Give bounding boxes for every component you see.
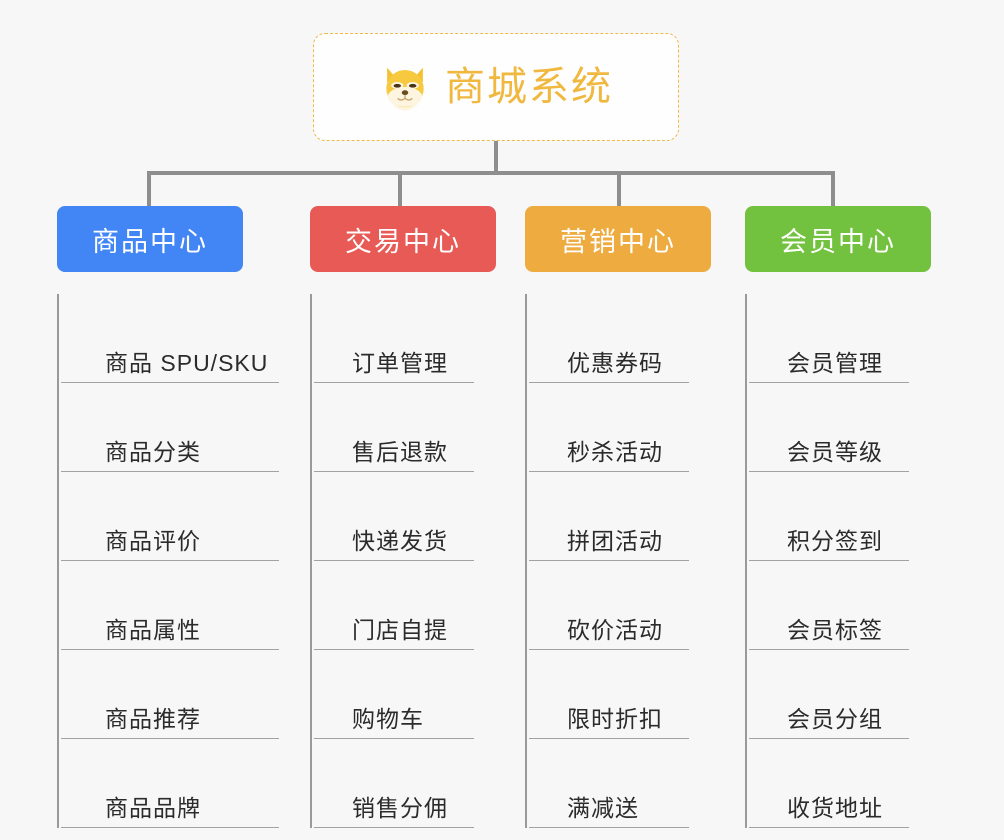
connector-drop-4 [831,171,835,210]
leaf-item[interactable]: 限时折扣 [529,650,689,739]
leaf-label: 积分签到 [787,527,883,554]
root-node[interactable]: 商城系统 [313,33,679,141]
category-box-product[interactable]: 商品中心 [57,206,243,272]
connector-drop-2 [398,171,402,210]
leaf-item[interactable]: 门店自提 [314,561,474,650]
leaf-item[interactable]: 购物车 [314,650,474,739]
leaf-label: 限时折扣 [567,705,663,732]
leaf-label: 购物车 [352,705,424,732]
leaf-label: 商品品牌 [105,794,201,821]
leaf-label: 收货地址 [787,794,883,821]
branch-column-1: 商品中心 商品 SPU/SKU 商品分类 商品评价 商品属性 商品推荐 商品品牌 [57,206,282,828]
leaf-label: 商品属性 [105,616,201,643]
leaf-label: 优惠券码 [567,349,663,376]
leaf-label: 销售分佣 [352,794,448,821]
leaf-label: 门店自提 [352,616,448,643]
branch-trunk-2: 订单管理 售后退款 快递发货 门店自提 购物车 销售分佣 [310,294,495,828]
leaf-label: 快递发货 [352,527,448,554]
leaf-item[interactable]: 快递发货 [314,472,474,561]
leaf-label: 会员等级 [787,438,883,465]
leaf-item[interactable]: 会员管理 [749,294,909,383]
connector-stem [494,141,498,174]
leaf-label: 商品 SPU/SKU [105,349,269,376]
leaf-item[interactable]: 商品评价 [61,472,279,561]
leaf-label: 会员管理 [787,349,883,376]
leaf-label: 满减送 [567,794,639,821]
leaf-label: 订单管理 [352,349,448,376]
leaf-item[interactable]: 订单管理 [314,294,474,383]
connector-drop-3 [617,171,621,210]
leaf-item[interactable]: 商品属性 [61,561,279,650]
leaf-item[interactable]: 商品推荐 [61,650,279,739]
leaf-item[interactable]: 商品分类 [61,383,279,472]
leaf-item[interactable]: 砍价活动 [529,561,689,650]
shiba-dog-icon [386,67,424,111]
leaf-item[interactable]: 秒杀活动 [529,383,689,472]
category-label: 会员中心 [780,226,896,257]
leaf-item[interactable]: 销售分佣 [314,739,474,828]
leaf-item[interactable]: 会员等级 [749,383,909,472]
leaf-label: 拼团活动 [567,527,663,554]
leaf-item[interactable]: 会员分组 [749,650,909,739]
leaf-item[interactable]: 优惠券码 [529,294,689,383]
category-box-member[interactable]: 会员中心 [745,206,931,272]
branch-trunk-4: 会员管理 会员等级 积分签到 会员标签 会员分组 收货地址 [745,294,935,828]
branch-trunk-1: 商品 SPU/SKU 商品分类 商品评价 商品属性 商品推荐 商品品牌 [57,294,282,828]
leaf-item[interactable]: 商品品牌 [61,739,279,828]
leaf-label: 商品评价 [105,527,201,554]
leaf-label: 会员标签 [787,616,883,643]
category-box-marketing[interactable]: 营销中心 [525,206,711,272]
leaf-item[interactable]: 商品 SPU/SKU [61,294,279,383]
leaf-label: 砍价活动 [567,616,663,643]
connector-bus [147,171,835,175]
category-box-trade[interactable]: 交易中心 [310,206,496,272]
branch-column-4: 会员中心 会员管理 会员等级 积分签到 会员标签 会员分组 收货地址 [745,206,935,828]
branch-column-3: 营销中心 优惠券码 秒杀活动 拼团活动 砍价活动 限时折扣 满减送 [525,206,715,828]
category-label: 交易中心 [345,226,461,257]
leaf-item[interactable]: 满减送 [529,739,689,828]
connector-drop-1 [147,171,151,210]
branch-trunk-3: 优惠券码 秒杀活动 拼团活动 砍价活动 限时折扣 满减送 [525,294,715,828]
leaf-label: 商品分类 [105,438,201,465]
leaf-item[interactable]: 收货地址 [749,739,909,828]
leaf-item[interactable]: 积分签到 [749,472,909,561]
leaf-label: 秒杀活动 [567,438,663,465]
leaf-label: 售后退款 [352,438,448,465]
leaf-label: 商品推荐 [105,705,201,732]
leaf-item[interactable]: 会员标签 [749,561,909,650]
branch-column-2: 交易中心 订单管理 售后退款 快递发货 门店自提 购物车 销售分佣 [310,206,496,828]
root-title: 商城系统 [445,65,613,109]
category-label: 营销中心 [560,226,676,257]
leaf-item[interactable]: 拼团活动 [529,472,689,561]
leaf-label: 会员分组 [787,705,883,732]
leaf-item[interactable]: 售后退款 [314,383,474,472]
category-label: 商品中心 [92,226,208,257]
